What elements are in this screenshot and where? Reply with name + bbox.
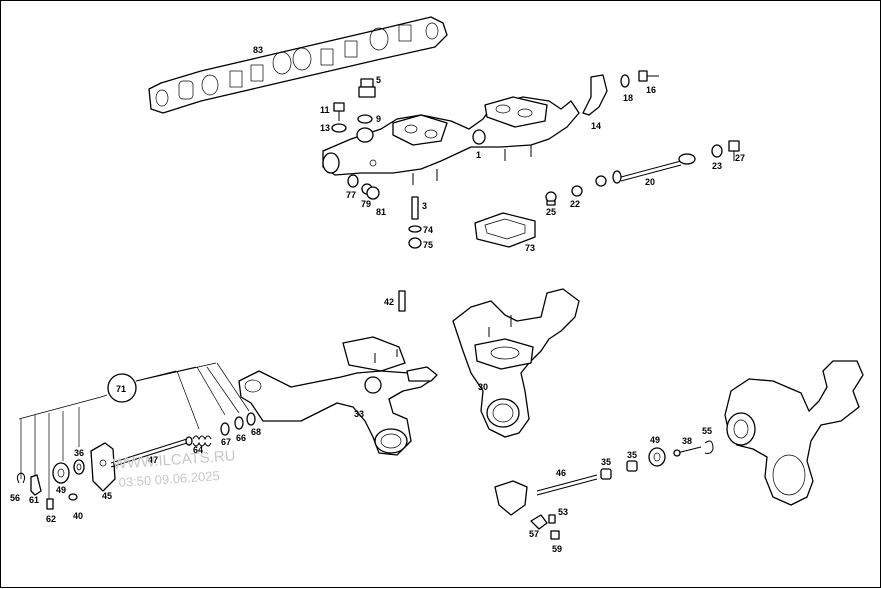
gasket-73[interactable] bbox=[474, 212, 536, 248]
label-57: 57 bbox=[529, 529, 539, 539]
label-22: 22 bbox=[570, 199, 580, 209]
label-47: 47 bbox=[148, 455, 158, 465]
label-9: 9 bbox=[376, 114, 381, 124]
label-33: 33 bbox=[354, 409, 364, 419]
exhaust-manifold-33[interactable] bbox=[238, 336, 438, 456]
label-56: 56 bbox=[10, 493, 20, 503]
washer-13[interactable] bbox=[331, 123, 374, 143]
label-64: 64 bbox=[193, 445, 203, 455]
label-20: 20 bbox=[645, 177, 655, 187]
bracket-61[interactable] bbox=[30, 474, 42, 496]
washer-74[interactable] bbox=[408, 225, 422, 233]
screw-53[interactable] bbox=[548, 514, 556, 524]
lever-57[interactable] bbox=[530, 514, 548, 530]
linkage-rod-20[interactable] bbox=[595, 153, 696, 187]
label-59: 59 bbox=[552, 544, 562, 554]
bushing-35-b[interactable] bbox=[626, 460, 638, 472]
label-35-b: 35 bbox=[627, 450, 637, 460]
label-23: 23 bbox=[712, 161, 722, 171]
washer-36[interactable] bbox=[73, 459, 85, 475]
spring-64[interactable] bbox=[192, 435, 212, 447]
label-13: 13 bbox=[320, 123, 330, 133]
washer-9[interactable] bbox=[357, 114, 373, 124]
bushing-35-a[interactable] bbox=[600, 468, 612, 480]
nut-22[interactable] bbox=[571, 185, 583, 197]
label-61: 61 bbox=[29, 495, 39, 505]
label-30: 30 bbox=[478, 382, 488, 392]
bolt-16[interactable] bbox=[638, 70, 659, 82]
label-74: 74 bbox=[423, 225, 433, 235]
exhaust-manifold-30[interactable] bbox=[452, 288, 580, 438]
label-27: 27 bbox=[735, 153, 745, 163]
label-40: 40 bbox=[73, 511, 83, 521]
label-11: 11 bbox=[320, 105, 330, 115]
intake-manifold-1[interactable] bbox=[322, 96, 580, 185]
washer-66[interactable] bbox=[234, 416, 244, 430]
screw-40[interactable] bbox=[68, 493, 78, 501]
washer-68[interactable] bbox=[246, 412, 256, 426]
label-75: 75 bbox=[423, 240, 433, 250]
shaft-46[interactable] bbox=[536, 474, 598, 496]
label-62: 62 bbox=[46, 514, 56, 524]
label-36: 36 bbox=[74, 448, 84, 458]
stud-42[interactable] bbox=[398, 290, 406, 312]
label-49-left: 49 bbox=[56, 485, 66, 495]
label-35-a: 35 bbox=[601, 457, 611, 467]
bolt-27[interactable] bbox=[728, 140, 740, 161]
shaft-47[interactable] bbox=[110, 436, 193, 468]
label-42: 42 bbox=[384, 297, 394, 307]
fitting-5[interactable] bbox=[358, 78, 376, 98]
nut-18[interactable] bbox=[620, 74, 630, 88]
label-46: 46 bbox=[556, 468, 566, 478]
label-79: 79 bbox=[361, 199, 371, 209]
label-45: 45 bbox=[102, 491, 112, 501]
label-81: 81 bbox=[376, 207, 386, 217]
watermark-timestamp: 03:50 09.06.2025 bbox=[118, 468, 220, 490]
washer-67[interactable] bbox=[220, 422, 230, 436]
exhaust-manifold-assembled[interactable] bbox=[724, 360, 864, 506]
flap-valve-part[interactable] bbox=[494, 480, 528, 516]
label-71: 71 bbox=[116, 384, 126, 394]
clip-55[interactable] bbox=[704, 440, 714, 454]
pin-38[interactable] bbox=[673, 446, 702, 457]
label-73: 73 bbox=[525, 243, 535, 253]
clip-56[interactable] bbox=[16, 472, 26, 484]
bolt-11[interactable] bbox=[333, 102, 345, 121]
heat-shield-14[interactable] bbox=[582, 74, 608, 116]
watermark: WWW.ILCATS.RU 03:50 09.06.2025 bbox=[112, 447, 236, 490]
bushing-49-right[interactable] bbox=[648, 447, 666, 467]
part-labels: 83 5 11 9 13 1 14 18 16 77 79 81 3 74 75… bbox=[10, 45, 745, 554]
label-18: 18 bbox=[623, 93, 633, 103]
bushing-49-left[interactable] bbox=[52, 462, 70, 484]
bolt-59[interactable] bbox=[550, 530, 560, 540]
washer-77[interactable] bbox=[347, 174, 359, 188]
label-16: 16 bbox=[646, 85, 656, 95]
label-38: 38 bbox=[682, 436, 692, 446]
label-77: 77 bbox=[346, 190, 356, 200]
label-25: 25 bbox=[546, 207, 556, 217]
pin-62[interactable] bbox=[46, 498, 54, 510]
gasket-83[interactable] bbox=[148, 16, 448, 114]
label-14: 14 bbox=[591, 121, 601, 131]
ball-stud-25[interactable] bbox=[545, 191, 557, 206]
label-1: 1 bbox=[476, 150, 481, 160]
stud-3[interactable] bbox=[411, 196, 419, 220]
nut-81[interactable] bbox=[366, 186, 380, 200]
flap-45[interactable] bbox=[90, 442, 116, 492]
label-55: 55 bbox=[702, 426, 712, 436]
label-83: 83 bbox=[253, 45, 263, 55]
label-49-right: 49 bbox=[650, 435, 660, 445]
label-66: 66 bbox=[236, 433, 246, 443]
label-68: 68 bbox=[251, 427, 261, 437]
nut-75[interactable] bbox=[408, 237, 422, 249]
label-5: 5 bbox=[376, 75, 381, 85]
label-3: 3 bbox=[422, 201, 427, 211]
nut-23[interactable] bbox=[711, 144, 723, 158]
callout-71 bbox=[18, 362, 250, 501]
label-67: 67 bbox=[221, 437, 231, 447]
label-53: 53 bbox=[558, 507, 568, 517]
